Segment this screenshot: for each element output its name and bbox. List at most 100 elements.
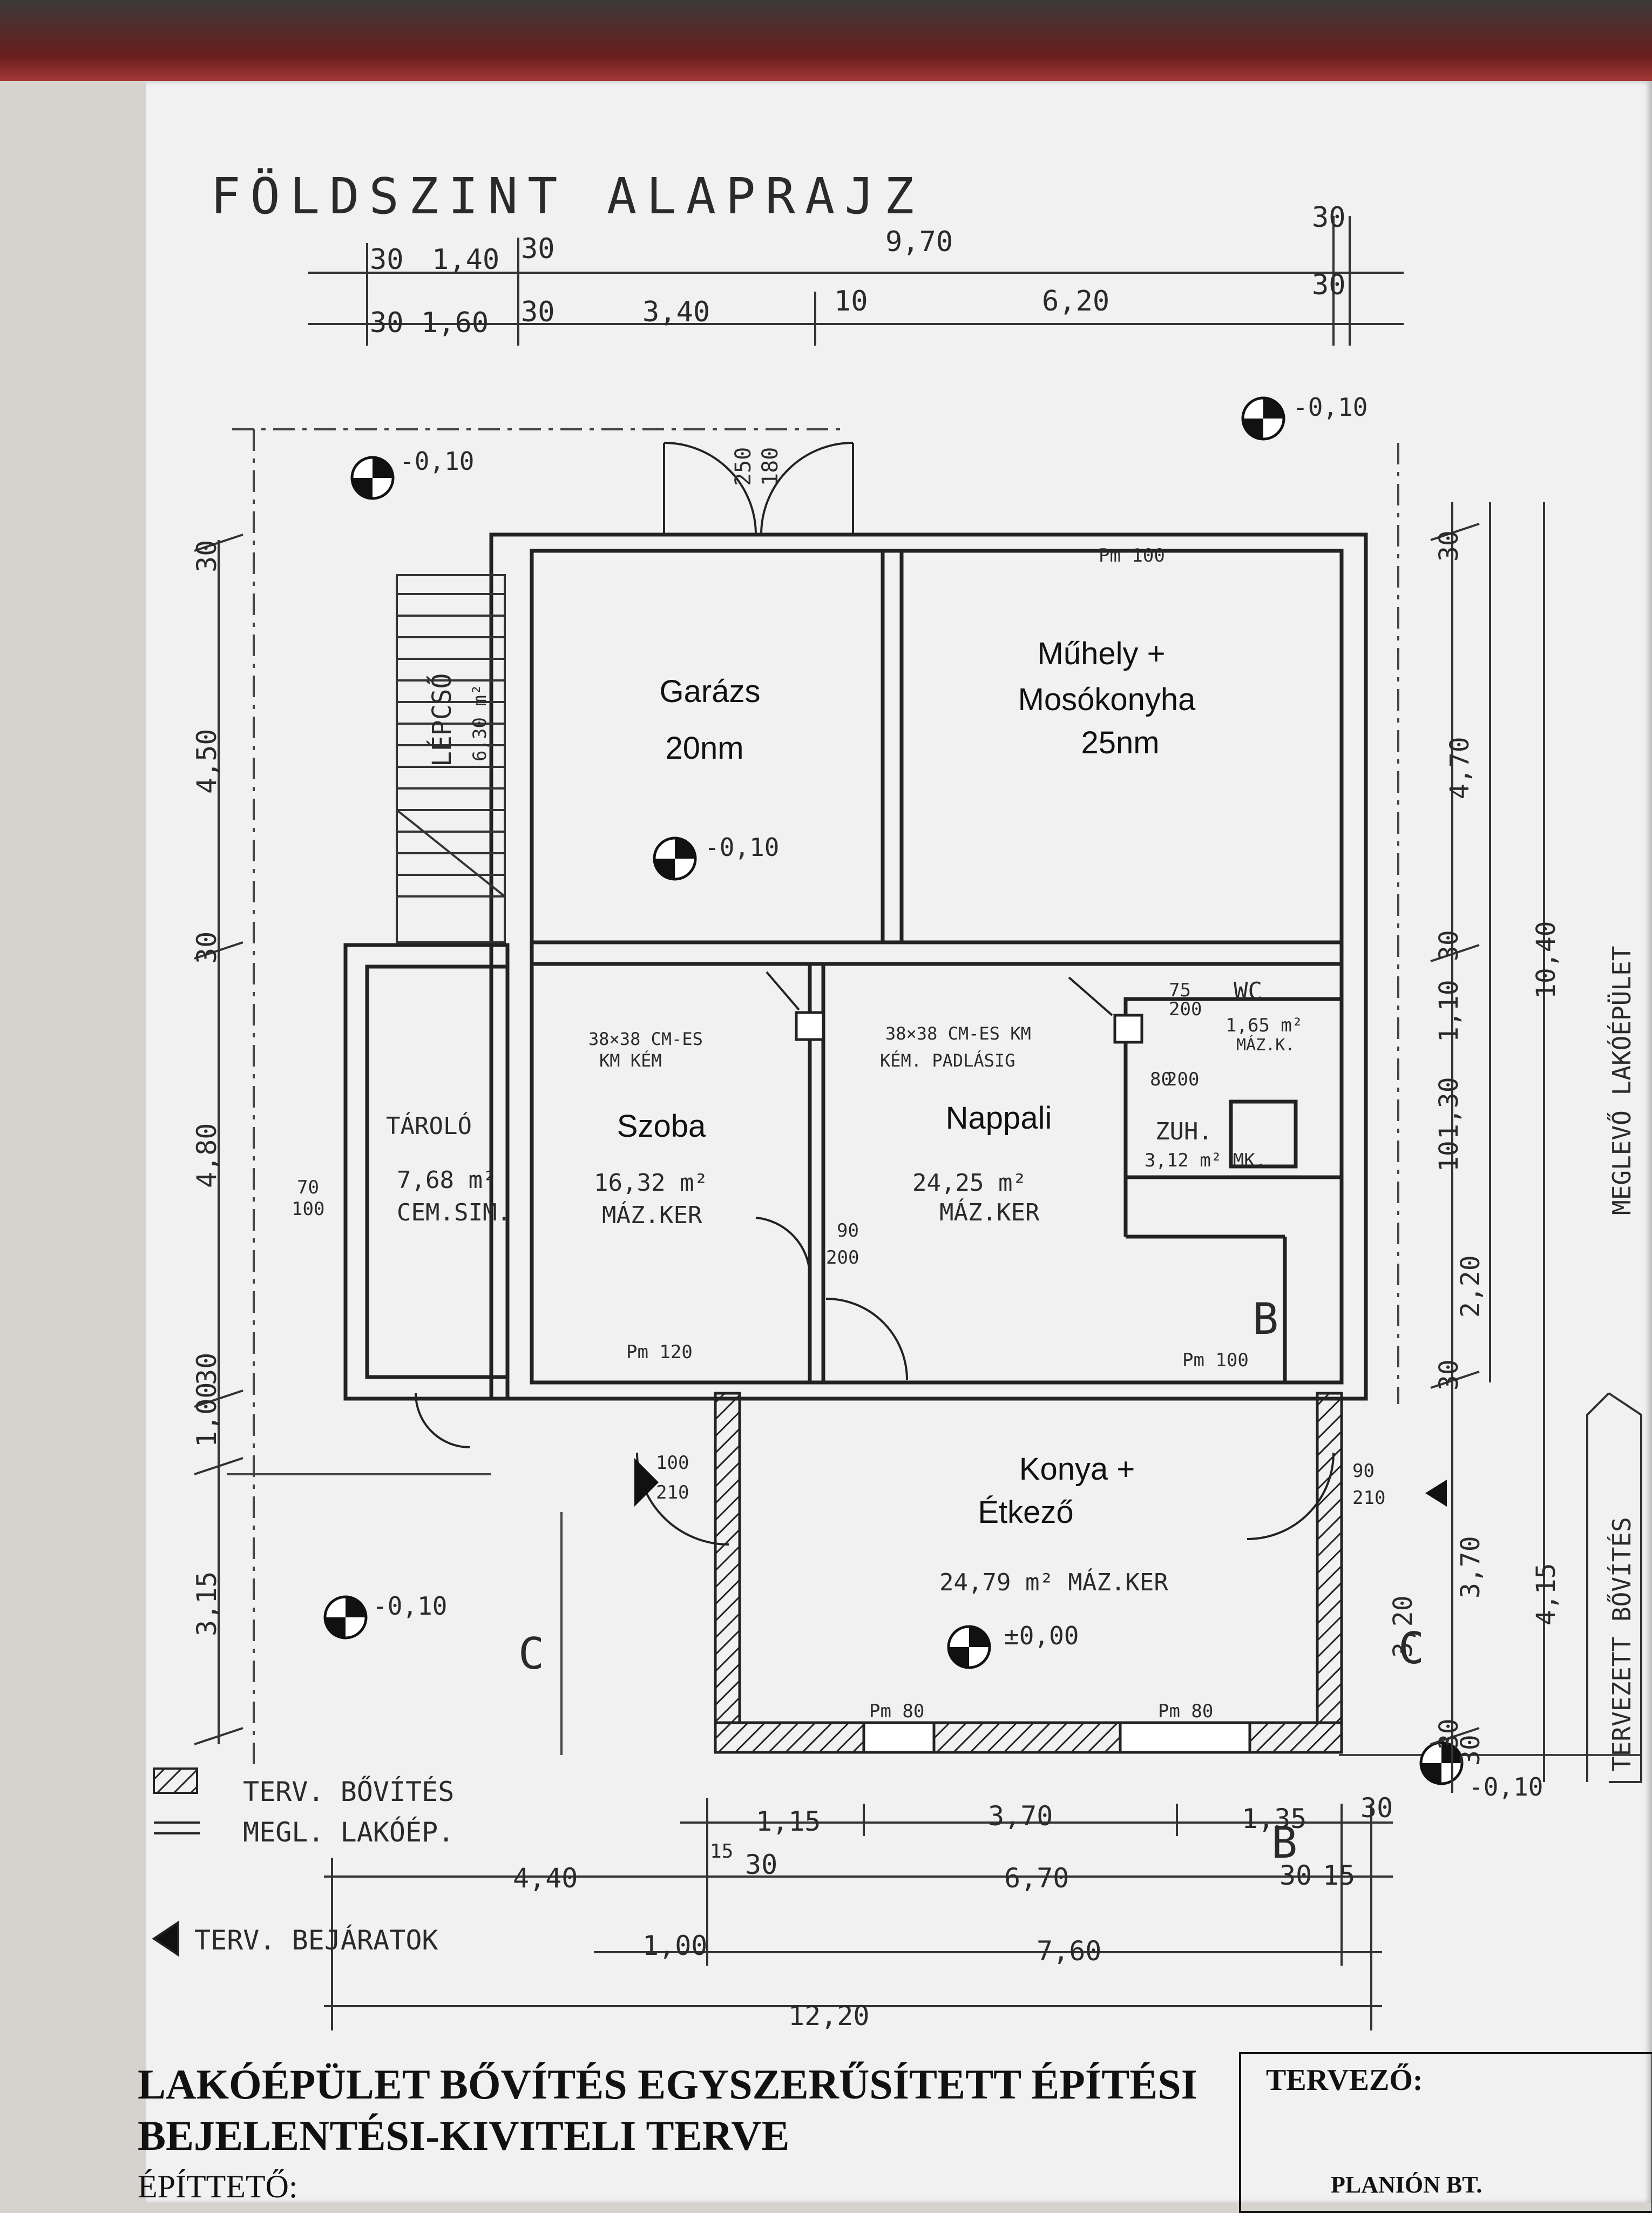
dim-bottom-3b: 7,60 [1037,1935,1101,1967]
room-konyha-line1: Konya + [1019,1452,1135,1487]
section-mark-c-right: C [1398,1623,1424,1674]
section-mark-c-left: C [518,1629,544,1679]
dim-right-5: 30 [1434,930,1464,961]
top-dimensions [308,216,1404,346]
dim-top-1c: 30 [521,233,555,265]
dim-right-2: 4,70 [1445,737,1475,799]
room-muhely-line1: Műhely + [1038,636,1166,671]
dim-top-1e: 30 [1312,201,1346,234]
dim-top-2c: 30 [521,296,555,328]
legend-item-2: MEGL. LAKÓÉP. [243,1816,454,1848]
chimney-note-right-2: KÉM. PADLÁSIG [880,1050,1015,1071]
room-tarolo-floor: CEM.SIM. [397,1199,511,1226]
dim-top-2f: 6,20 [1042,285,1109,318]
dim-top-2a: 30 [370,307,404,339]
side-label-existing: MEGLEVŐ LAKÓÉPÜLET [1607,946,1636,1216]
level-top-left: -0,10 [400,447,474,476]
dim-bottom-1b: 3,70 [988,1800,1053,1832]
dim-left-3: 30 [191,932,222,964]
legend [152,1767,200,1957]
room-konyha-area: 24,79 m² MÁZ.KER [939,1568,1168,1596]
dim-bottom-2e: 30 [1279,1860,1312,1891]
level-kitchen: ±0,00 [1004,1621,1079,1650]
dim-right-13: 4,15 [1531,1563,1561,1625]
opening-tarolo-window-h: 100 [292,1198,324,1220]
dim-bottom-1d: 30 [1360,1792,1393,1824]
legend-item-1: TERV. BŐVÍTÉS [243,1776,454,1807]
opening-zuh-door-h: 200 [1166,1069,1199,1090]
dim-top-2e: 10 [834,285,868,318]
room-tarolo-area: 7,68 m² [397,1166,497,1194]
dim-left-6: 1,00 [191,1382,222,1447]
room-wc-floor: MÁZ.K. [1236,1035,1295,1055]
room-muhely-line2: Mosókonyha [1018,682,1196,717]
room-wc-name: WC [1234,977,1262,1005]
chimney-note-right-1: 38×38 CM-ES KM [885,1023,1031,1044]
level-garage: -0,10 [705,833,779,862]
dim-bottom-2f: 15 [1323,1860,1355,1891]
planned-walls [714,1392,1343,1754]
opening-szoba-window: Pm 120 [626,1341,693,1363]
room-szoba-area: 16,32 m² [594,1169,708,1197]
dim-left-2: 4,50 [191,729,222,794]
side-label-planned: TERVEZETT BŐVÍTÉS [1607,1517,1636,1771]
room-wc-area: 1,65 m² [1226,1015,1303,1036]
level-top-right: -0,10 [1293,393,1367,422]
chimney-note-left-2: KM KÉM [599,1050,662,1071]
opening-workshop-window: Pm 100 [1099,545,1165,566]
opening-nappali-window: Pm 100 [1182,1350,1249,1371]
opening-inner-door-h: 200 [826,1247,859,1269]
title-block: LAKÓÉPÜLET BŐVÍTÉS EGYSZERŰSÍTETT ÉPÍTÉS… [138,2052,1652,2213]
room-szoba-floor: MÁZ.KER [602,1200,702,1229]
dim-top-2g: 30 [1312,269,1346,301]
opening-kitchen-window-l: Pm 80 [869,1701,924,1722]
dim-bottom-2b: 15 [710,1840,733,1863]
opening-inner-door-w: 90 [837,1220,859,1242]
room-garazs-name: Garázs [660,674,761,709]
sheet-title: FÖLDSZINT ALAPRAJZ [211,167,924,225]
title-line-3: ÉPÍTTETŐ: [138,2169,298,2204]
level-yard: -0,10 [373,1591,447,1621]
dim-right-9: 30 [1434,1359,1464,1391]
dim-bottom-2d: 6,70 [1004,1863,1069,1894]
room-zuh-name: ZUH. [1155,1118,1213,1145]
staircase [396,574,506,943]
entrance-marker-right [1425,1480,1447,1507]
room-zuh-area: 3,12 m² MK. [1145,1150,1266,1171]
designer-name: PLANIÓN BT. [1331,2171,1482,2198]
opening-wc-door-w: 75 [1169,980,1191,1001]
opening-entry-door-h: 210 [656,1482,689,1503]
dim-bottom-1a: 1,15 [756,1806,821,1837]
chimney-note-left-1: 38×38 CM-ES [588,1029,703,1049]
room-lepcso-name: LÉPCSŐ [426,673,457,767]
dim-right-8: 2,20 [1455,1255,1486,1318]
level-bottom-right: -0,10 [1468,1772,1543,1802]
dim-top-1a: 30 [370,244,404,276]
title-line-1: LAKÓÉPÜLET BŐVÍTÉS EGYSZERŰSÍTETT ÉPÍTÉS… [138,2061,1198,2108]
opening-wc-door-h: 200 [1169,998,1202,1020]
dim-right-14: 30 [1455,1735,1486,1766]
dim-top-1b: 1,40 [432,244,499,276]
opening-zuh-door-w: 80 [1150,1069,1172,1090]
dim-right-6: 1,30 [1434,1077,1464,1139]
dim-top-2b: 1,60 [421,307,489,339]
entrance-marker-left [634,1458,659,1507]
room-nappali-area: 24,25 m² [912,1169,1027,1197]
dim-left-1: 30 [191,540,222,572]
opening-side-door-w: 90 [1352,1460,1375,1482]
dim-bottom-3a: 1,00 [642,1930,707,1961]
dim-right-4: 1,10 [1434,980,1464,1042]
dim-left-4: 4,80 [191,1123,222,1188]
opening-side-door-h: 210 [1352,1487,1385,1509]
opening-garage-door-h: 180 [758,447,783,486]
opening-tarolo-window-w: 70 [297,1177,319,1198]
dim-left-5: 30 [191,1353,222,1385]
dim-right-11: 3,20 [1388,1595,1418,1658]
dim-bottom-4a: 12,20 [788,2000,870,2032]
opening-garage-door-w: 250 [731,447,756,486]
opening-entry-door-w: 100 [656,1452,689,1474]
dim-right-1: 30 [1434,530,1464,562]
dim-bottom-2c: 30 [745,1849,777,1880]
room-garazs-area: 20nm [665,731,743,766]
